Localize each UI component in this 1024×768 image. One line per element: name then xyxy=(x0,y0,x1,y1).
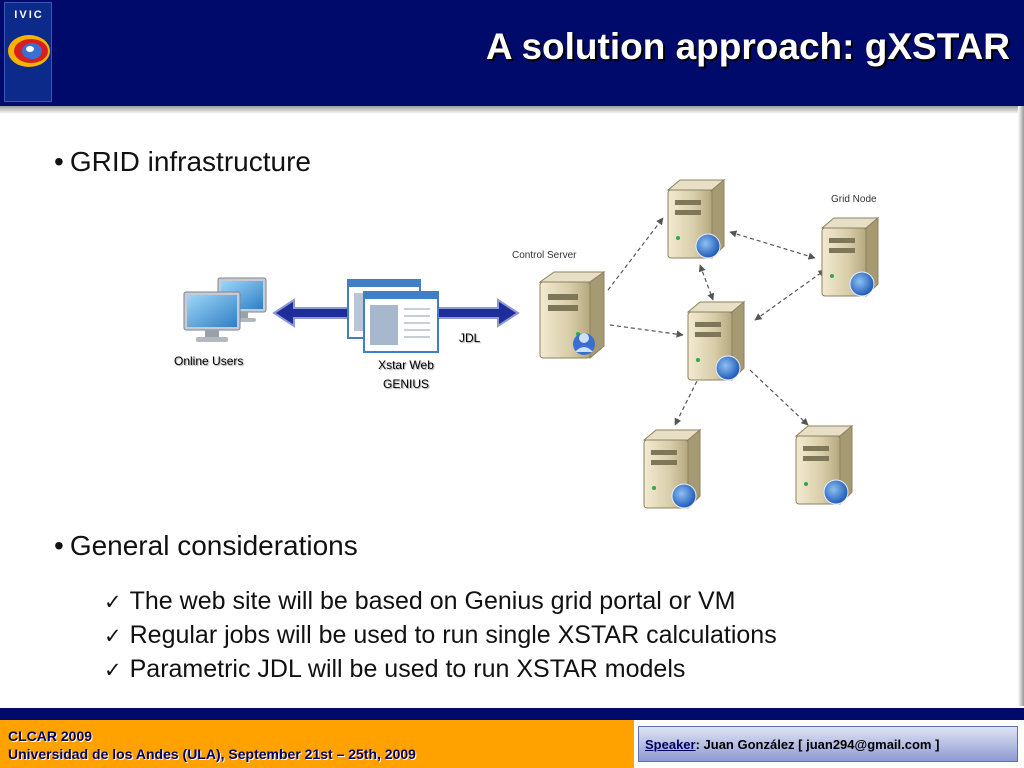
diagram-canvas xyxy=(183,178,880,510)
logo-text: IVIC xyxy=(14,9,44,21)
grid-node-icon xyxy=(820,216,880,298)
checkmark-icon: ✓ xyxy=(104,590,122,614)
speaker-text: Speaker: Juan González [ juan294@gmail.c… xyxy=(645,737,939,752)
portal-label-line1: Xstar Web xyxy=(378,358,434,372)
grid-node-label: Grid Node xyxy=(831,194,877,205)
list-item-text: Regular jobs will be used to run single … xyxy=(129,621,777,649)
online-users-icon xyxy=(183,277,267,342)
list-item-text: Parametric JDL will be used to run XSTAR… xyxy=(129,655,686,683)
ivic-logo: IVIC xyxy=(4,2,52,102)
link-center-to-gridnode xyxy=(754,269,826,321)
online-users-label: Online Users xyxy=(174,354,244,368)
footer-event-name: CLCAR 2009 xyxy=(8,728,93,744)
link-center-to-bottom-right xyxy=(749,369,809,426)
bullet-marker: • xyxy=(54,530,64,561)
bullet-general-considerations: •General considerations xyxy=(54,530,358,562)
list-item-text: The web site will be based on Genius gri… xyxy=(129,587,736,615)
link-top-to-center xyxy=(698,264,715,301)
network-links xyxy=(607,217,826,426)
list-item: ✓ The web site will be based on Genius gr… xyxy=(104,586,777,620)
grid-server-bottom-right-icon xyxy=(794,424,854,506)
bullet-text: General considerations xyxy=(69,530,358,561)
speaker-box: Speaker: Juan González [ juan294@gmail.c… xyxy=(638,726,1018,762)
grid-server-bottom-left-icon xyxy=(642,428,702,510)
side-shadow xyxy=(1018,106,1024,706)
slide-header: IVIC A solution approach: gXSTAR xyxy=(0,0,1024,106)
checkmark-icon: ✓ xyxy=(104,658,122,682)
link-top-to-gridnode xyxy=(729,230,816,260)
grid-server-center-icon xyxy=(686,300,746,382)
footer-divider-bar xyxy=(0,708,1024,720)
checkmark-icon: ✓ xyxy=(104,624,122,648)
speaker-value: : Juan González [ juan294@gmail.com ] xyxy=(695,737,940,752)
link-center-to-bottom-left xyxy=(674,374,701,426)
slide-title: A solution approach: gXSTAR xyxy=(485,26,1010,67)
bullet-grid-infrastructure: •GRID infrastructure xyxy=(54,146,311,178)
list-item: ✓ Regular jobs will be used to run single… xyxy=(104,620,777,654)
grid-server-top-icon xyxy=(666,178,726,260)
speaker-label: Speaker xyxy=(645,737,696,752)
ivic-emblem-icon xyxy=(8,35,50,67)
bullet-marker: • xyxy=(54,146,64,177)
link-control-to-top xyxy=(607,217,664,291)
jdl-label: JDL xyxy=(459,331,481,345)
control-server-icon xyxy=(538,271,606,360)
list-item: ✓ Parametric JDL will be used to run XSTA… xyxy=(104,654,777,688)
bullet-text: GRID infrastructure xyxy=(69,146,311,177)
grid-architecture-diagram: Online Users Xstar Web GENIUS JDL Contro… xyxy=(160,170,900,520)
footer-venue: Universidad de los Andes (ULA), Septembe… xyxy=(8,746,416,762)
header-shadow xyxy=(0,106,1024,114)
considerations-list: ✓ The web site will be based on Genius gr… xyxy=(104,586,777,688)
portal-label-line2: GENIUS xyxy=(382,377,429,391)
footer-speaker-area: Speaker: Juan González [ juan294@gmail.c… xyxy=(634,720,1024,768)
footer-event-info: CLCAR 2009 Universidad de los Andes (ULA… xyxy=(0,720,634,768)
control-server-label: Control Server xyxy=(512,250,577,261)
link-control-to-center xyxy=(609,324,684,338)
xstar-web-portal-icon xyxy=(347,279,439,353)
